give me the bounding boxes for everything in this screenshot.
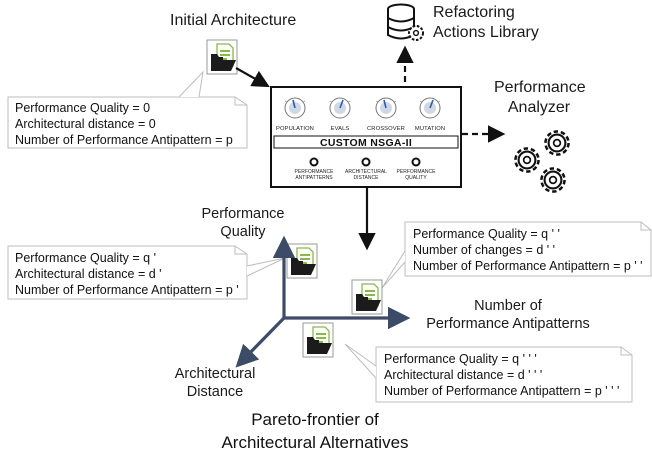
note-alt2-box: [381, 221, 652, 289]
database-gear-icon: [387, 3, 424, 41]
pareto-caption-line-2: Architectural Alternatives: [221, 433, 409, 452]
knob-label-mutation: MUTATION: [414, 126, 446, 132]
note-alt2-line-3: Number of Performance Antipattern = p ' …: [413, 259, 643, 273]
arrow-initial-to-nsga: [235, 67, 270, 88]
note-alt3-line-1: Performance Quality = q ' ' ': [384, 352, 537, 366]
axis-distance-label-1: Architectural: [174, 366, 256, 382]
knob-label-evals: EVALS: [330, 126, 350, 132]
note-alt1-line-1: Performance Quality = q ': [15, 251, 156, 265]
note-alt2-line-2: Number of changes = d ' ': [413, 243, 556, 257]
performance-analyzer-label-1: Performance: [494, 79, 586, 96]
note-initial-box: [7, 70, 248, 149]
note-alt3-box: [344, 343, 633, 403]
axis-quality-label-2: Quality: [220, 224, 266, 240]
note-alt1-line-3: Number of Performance Antipattern = p ': [15, 283, 239, 297]
nsga-title: CUSTOM NSGA-II: [319, 137, 413, 149]
note-initial-line-3: Number of Performance Antipattern = p: [15, 133, 233, 147]
axis-antipatterns-label-2: Performance Antipatterns: [426, 316, 590, 332]
note-initial-line-2: Architectural distance = 0: [15, 117, 156, 131]
doc-folder-icon-initial: [206, 39, 238, 75]
nsga-panel: [270, 86, 462, 188]
axis-quality-label-1: Performance: [201, 206, 285, 222]
knob-label-crossover: CROSSOVER: [367, 126, 405, 132]
note-alt2-line-1: Performance Quality = q ' ': [413, 227, 560, 241]
refactoring-library-label-2: Actions Library: [433, 24, 539, 41]
doc-folder-icon-alt2: [351, 279, 383, 315]
pareto-caption-line-1: Pareto-frontier of: [251, 410, 379, 429]
doc-folder-icon-alt3: [302, 322, 334, 358]
axis-distance-label-2: Distance: [186, 384, 244, 400]
refactoring-library-label-1: Refactoring: [433, 4, 515, 21]
note-initial-line-1: Performance Quality = 0: [15, 101, 151, 115]
doc-folder-icon-alt1: [286, 243, 318, 279]
note-alt3-line-3: Number of Performance Antipattern = p ' …: [384, 384, 620, 398]
initial-architecture-label: Initial Architecture: [170, 12, 297, 29]
gears-icon: [514, 130, 570, 193]
note-alt1-line-2: Architectural distance = d ': [15, 267, 162, 281]
performance-analyzer-label-2: Analyzer: [507, 99, 571, 116]
pareto-axes: [235, 235, 411, 368]
axis-antipatterns-label-1: Number of: [474, 298, 542, 314]
note-alt3-line-2: Architectural distance = d ' ' ': [384, 368, 543, 382]
knob-label-population: POPULATION: [276, 126, 314, 132]
axis-distance: [235, 316, 286, 368]
